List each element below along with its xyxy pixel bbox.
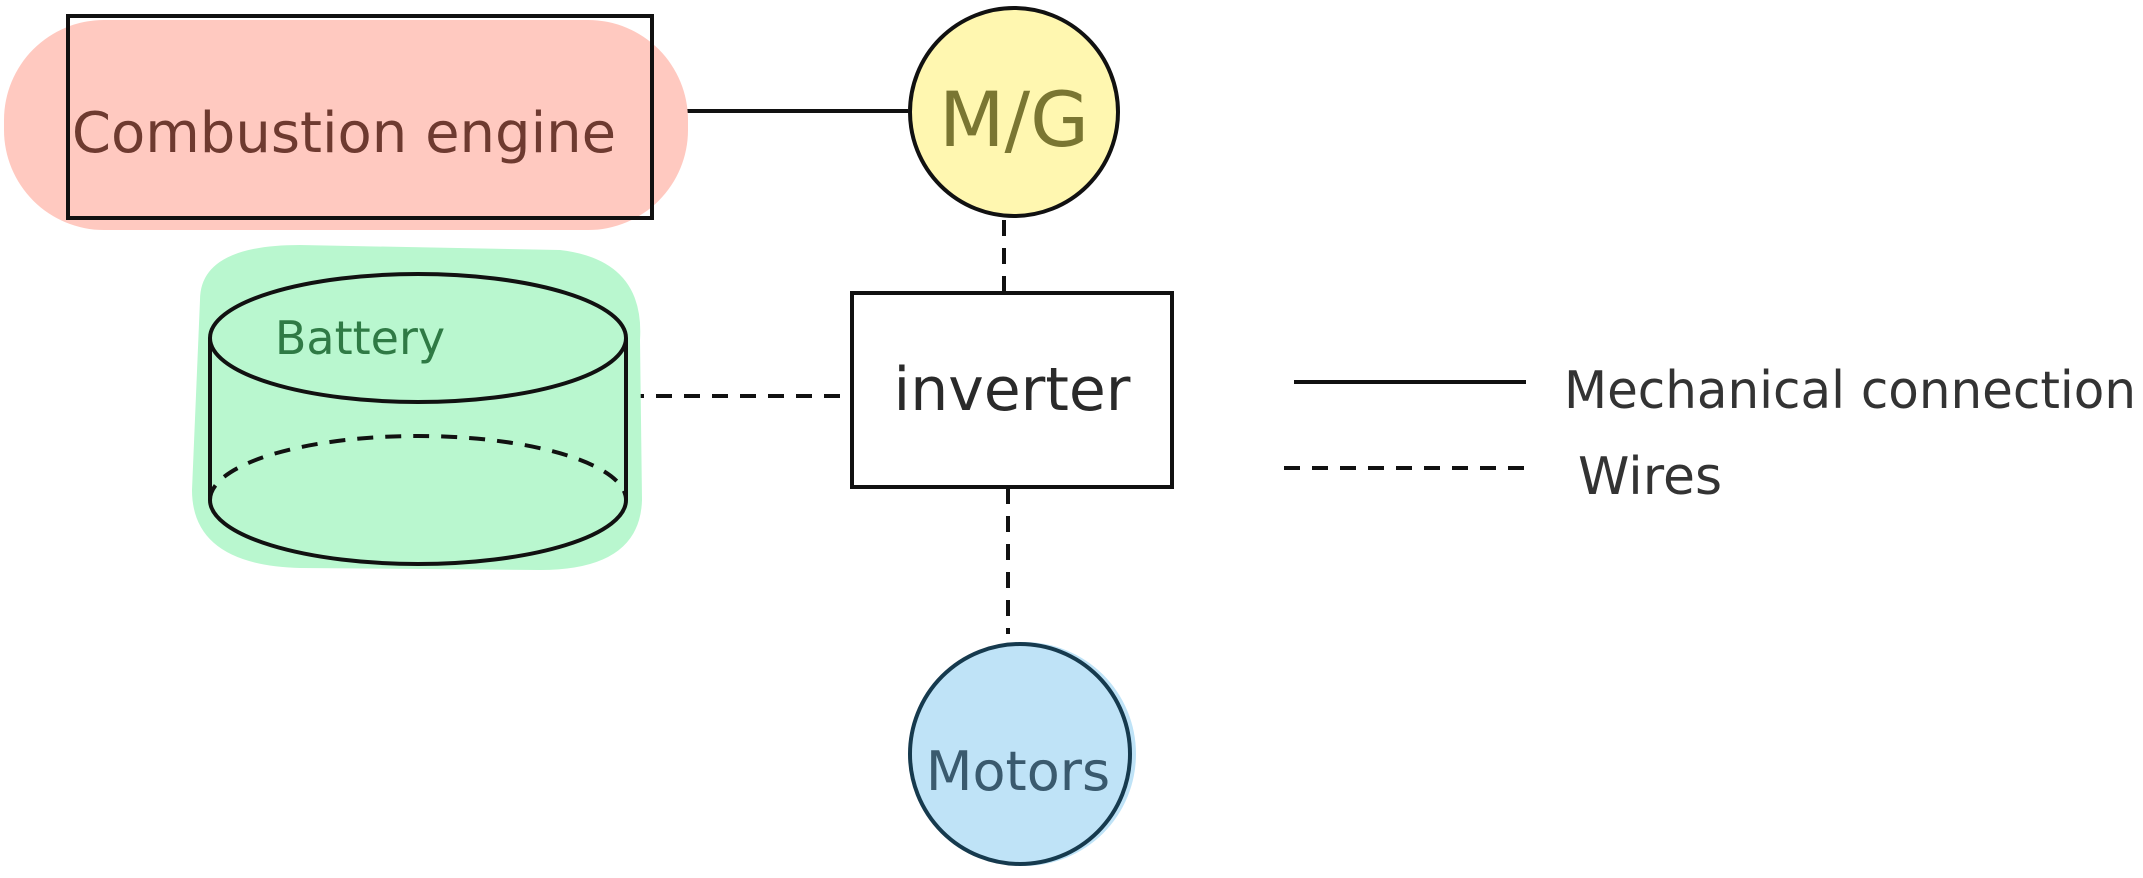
mg-circle — [908, 6, 1120, 218]
battery-label: Battery — [275, 311, 445, 365]
combustion-engine-label: Combustion engine — [72, 101, 616, 166]
motors-label: Motors — [926, 740, 1110, 803]
legend-mechanical-label: Mechanical connection — [1564, 361, 2136, 421]
node-inverter: inverter — [850, 291, 1174, 489]
mg-label: M/G — [939, 75, 1089, 164]
node-battery: Battery — [192, 245, 642, 570]
inverter-label: inverter — [894, 355, 1131, 425]
battery-bottom-back — [208, 434, 628, 501]
node-motors: Motors — [908, 642, 1136, 866]
inverter-box — [850, 291, 1174, 489]
node-combustion-engine: Combustion engine — [4, 14, 688, 230]
battery-top — [208, 272, 628, 404]
motors-circle — [908, 642, 1132, 866]
combustion-engine-box — [66, 14, 654, 220]
node-motor-generator: M/G — [908, 6, 1120, 218]
legend: Mechanical connection Wires — [1284, 361, 2136, 507]
motors-highlight — [912, 642, 1136, 866]
battery-bottom-front — [208, 499, 628, 566]
combustion-engine-highlight — [4, 20, 688, 230]
legend-wires-label: Wires — [1578, 447, 1722, 507]
